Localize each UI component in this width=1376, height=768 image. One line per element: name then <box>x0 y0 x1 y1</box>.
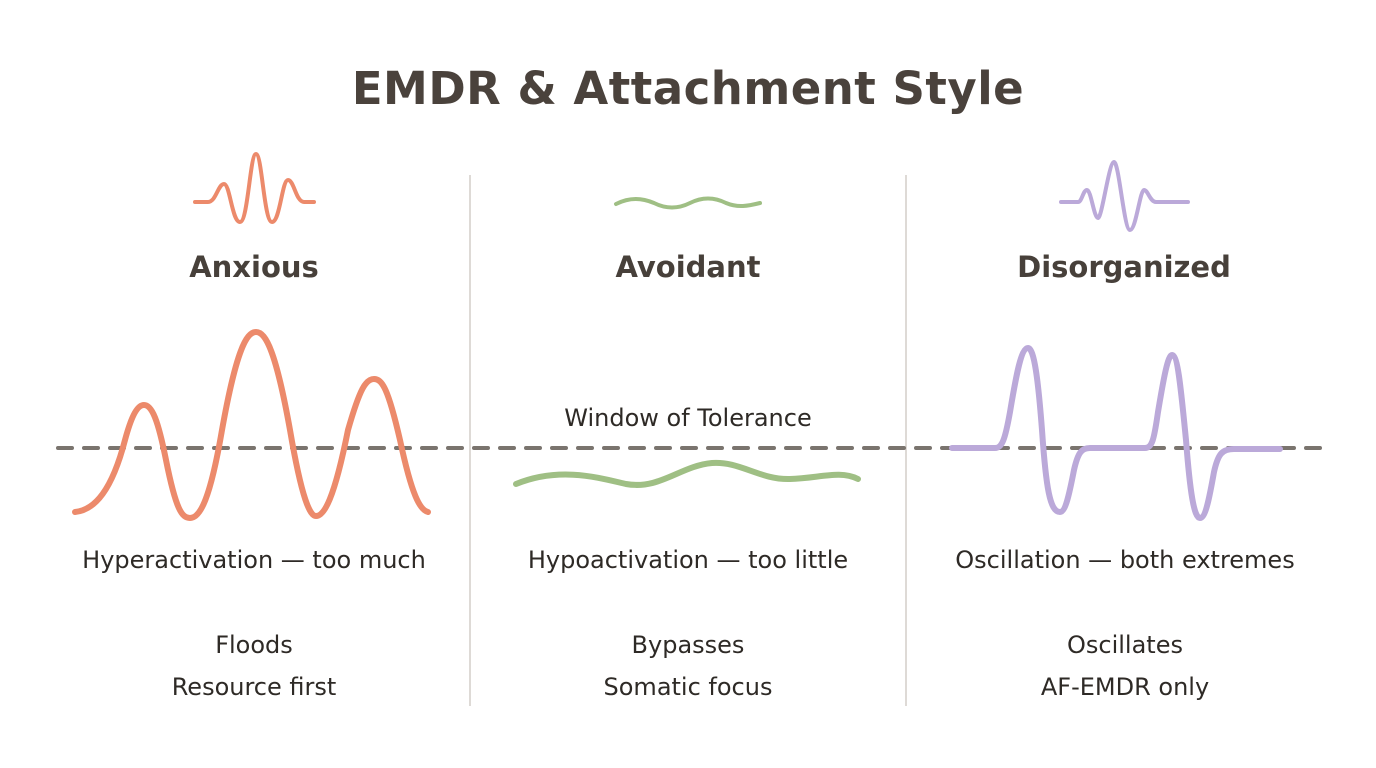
note-disorganized-2: AF-EMDR only <box>1040 673 1210 701</box>
anxious-main-wave <box>72 328 431 522</box>
description-avoidant: Hypoactivation — too little <box>527 546 849 574</box>
note-anxious-1: Floods <box>215 631 293 659</box>
note-disorganized-1: Oscillates <box>1067 631 1183 659</box>
page-title: EMDR & Attachment Style <box>351 62 1025 115</box>
avoidant-main-wave <box>513 459 861 488</box>
description-disorganized: Oscillation — both extremes <box>955 546 1295 574</box>
heading-avoidant: Avoidant <box>615 250 761 284</box>
window-of-tolerance-label: Window of Tolerance <box>564 404 812 432</box>
heading-anxious: Anxious <box>189 250 319 284</box>
avoidant-wave-icon <box>614 196 762 210</box>
note-anxious-2: Resource first <box>171 673 337 701</box>
anxious-wave-icon <box>193 151 316 225</box>
description-anxious: Hyperactivation — too much <box>82 546 426 574</box>
heading-disorganized: Disorganized <box>1017 250 1231 284</box>
note-avoidant-2: Somatic focus <box>603 673 773 701</box>
disorganized-wave-icon <box>1059 159 1190 233</box>
disorganized-main-wave <box>949 344 1283 522</box>
note-avoidant-1: Bypasses <box>631 631 745 659</box>
